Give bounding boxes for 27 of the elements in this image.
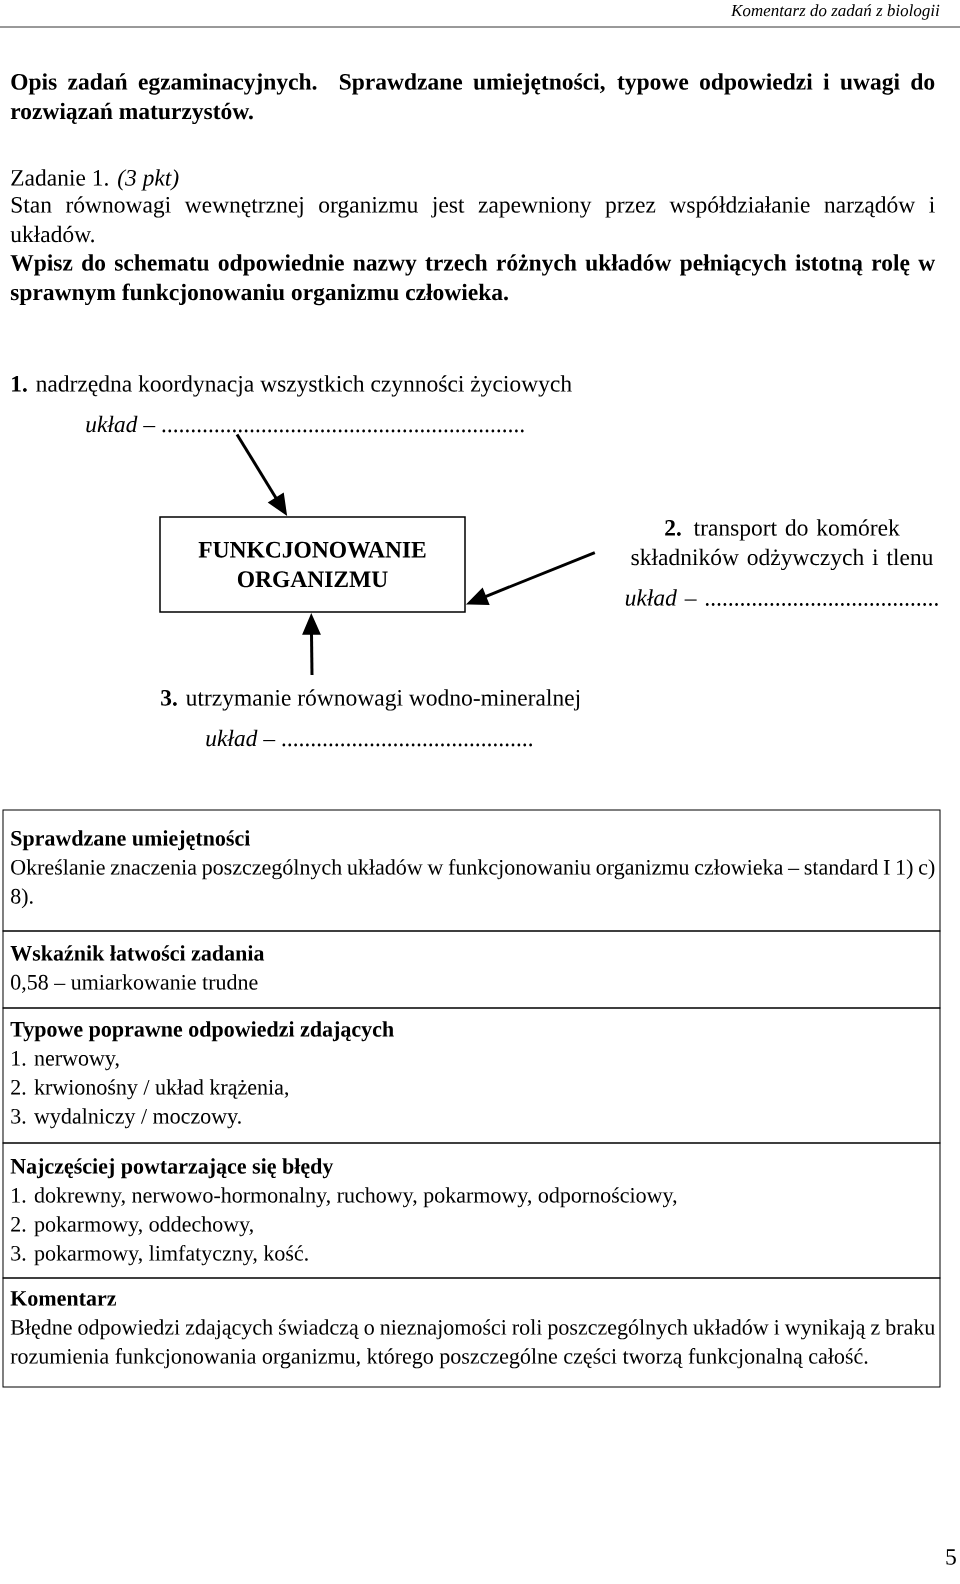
cell-text: 0,58 – umiarkowanie trudne [11, 974, 258, 993]
item-label: 3. utrzymanie równowagi wodno-mineralnej [161, 689, 580, 711]
cell-heading: Sprawdzane umiejętności [11, 830, 250, 851]
cell-text: 2. krwionośny / układ krążenia, [11, 1079, 289, 1100]
answer-line: układ – .............................................................. [86, 415, 524, 433]
page-number: 5 [946, 1549, 956, 1565]
cell-text: 1. dokrewny, nerwowo-hormonalny, ruchowy, pokarmowy, odpornościowy, [12, 1187, 677, 1208]
answer-line: układ – ........................................ [625, 589, 938, 606]
item-label: 1. nadrzędna koordynacja wszystkich czynności życiowych [12, 375, 572, 397]
task-instruction: Wpisz do schematu odpowiednie nazwy trzech różnych układów pełniących istotną rolę w sprawnym funkcjonowaniu organizmu człowieka. [10, 254, 936, 306]
process-box: FUNKCJONOWANIE ORGANIZMU [159, 516, 466, 613]
item-label: 2. transport do komórek składników odżywczych i tlenu [631, 519, 933, 571]
cell-heading: Typowe poprawne odpowiedzi zdających [10, 1021, 394, 1042]
cell-text: Określanie znaczenia poszczególnych układów w funkcjonowaniu organizmu człowieka – standard I 1) c) 8). [11, 859, 935, 909]
page-header: Komentarz do zadań z biologii [730, 4, 940, 20]
cell-text: 2. pokarmowy, oddechowy, [11, 1216, 253, 1237]
task-text: Stan równowagi wewnętrznej organizmu jest zapewniony przez współdziałanie narządów i układów. [10, 196, 935, 243]
cell-heading: Wskaźnik łatwości zadania [10, 945, 265, 961]
cell-heading: Komentarz [10, 1291, 116, 1306]
cell-heading: Najczęściej powtarzające się błędy [10, 1158, 334, 1179]
cell-text: Błędne odpowiedzi zdających świadczą o nieznajomości roli poszczególnych układów i wynikają z braku rozumienia funkcjonowania organizmu, którego poszczególne części tworzą funkcjonalną całość. [10, 1319, 935, 1369]
answer-line: układ – ........................................... [206, 729, 532, 747]
task-heading: Zadanie 1. (3 pkt) [11, 169, 179, 191]
cell-text: 1. nerwowy, [12, 1050, 119, 1071]
cell-text: 3. pokarmowy, limfatyczny, kość. [11, 1245, 308, 1266]
cell-text: 3. wydalniczy / moczowy. [11, 1108, 241, 1129]
page-title: Opis zadań egzaminacyjnych. Sprawdzane umiejętności, typowe odpowiedzi i uwagi do rozwiązań maturzystów. [10, 73, 935, 125]
